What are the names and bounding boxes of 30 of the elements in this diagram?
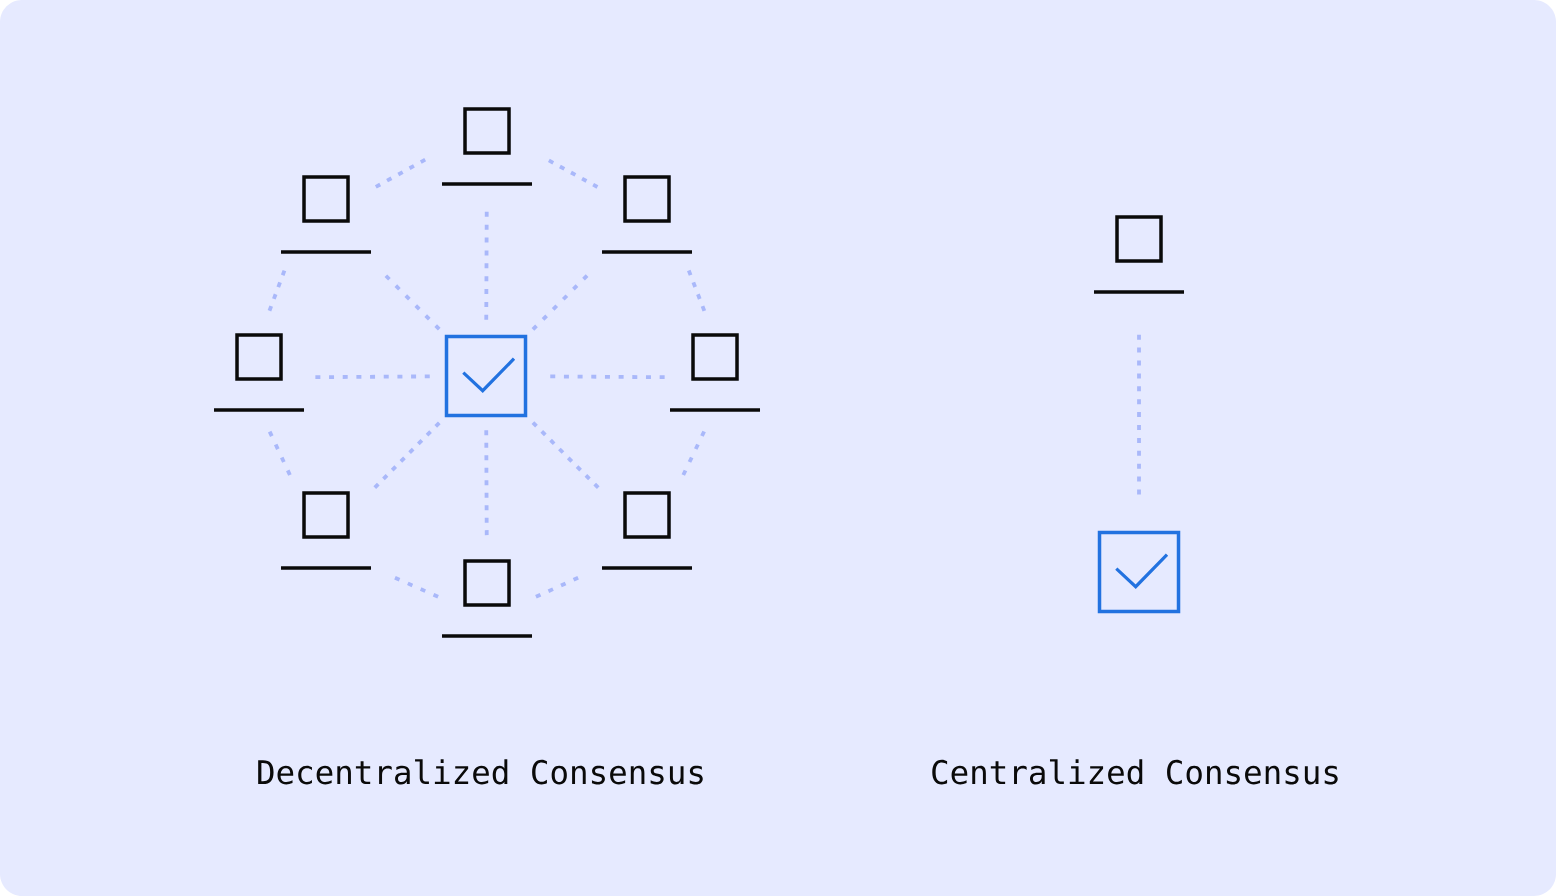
dotted-connector	[267, 269, 287, 312]
dotted-connector	[531, 274, 589, 331]
dotted-connector	[484, 211, 489, 320]
node-icon	[602, 175, 692, 254]
node-icon	[442, 107, 532, 186]
checked-box	[444, 334, 528, 418]
group-title: Decentralized Consensus	[258, 759, 703, 785]
node-icon	[1094, 215, 1184, 294]
node-icon	[214, 333, 304, 412]
dotted-connector	[547, 158, 599, 189]
dotted-connector	[384, 274, 441, 331]
node-icon	[670, 333, 760, 412]
node-icon	[281, 175, 371, 254]
dotted-connector	[373, 421, 441, 490]
dotted-connector	[267, 430, 292, 476]
dotted-connector	[484, 430, 489, 536]
node-icon	[281, 491, 371, 570]
dotted-connector	[531, 421, 600, 490]
dotted-connector	[535, 576, 579, 599]
dotted-connector	[687, 269, 707, 312]
dotted-connector	[550, 374, 665, 380]
node-icon	[442, 559, 532, 638]
dotted-connector	[394, 575, 439, 599]
dotted-connector	[315, 374, 430, 380]
dotted-connector	[374, 157, 427, 189]
node-icon	[602, 491, 692, 570]
checked-box	[1097, 530, 1181, 614]
group-title: Centralized Consensus	[932, 759, 1338, 785]
dotted-connector	[681, 430, 706, 476]
dotted-connector	[1137, 334, 1141, 495]
